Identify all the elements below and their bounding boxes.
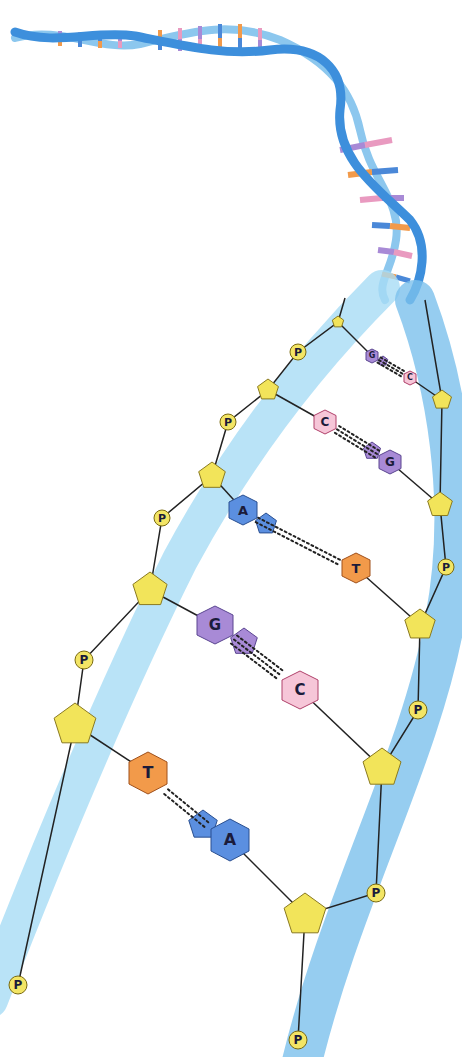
base-hexagon: C [313, 409, 337, 435]
base-letter: C [294, 683, 305, 698]
hydrogen-bond [337, 429, 378, 454]
base-hexagon: G [196, 605, 234, 645]
base-letter: T [143, 765, 154, 781]
phosphate-label: P [294, 1034, 303, 1046]
phosphate-circle: P [219, 413, 237, 431]
hydrogen-bond [377, 363, 401, 377]
base-letter: C [407, 374, 413, 382]
base-hexagon: G [378, 449, 402, 475]
base-letter: A [224, 832, 236, 848]
base-letter: G [209, 618, 221, 633]
hydrogen-bond [335, 433, 376, 458]
phosphate-circle: P [288, 1030, 308, 1050]
hydrogen-bond [258, 518, 341, 561]
phosphate-label: P [224, 417, 232, 428]
hydrogen-bond [168, 789, 210, 823]
phosphate-circle: P [74, 650, 94, 670]
base-letter: A [238, 504, 248, 517]
base-hexagon: T [341, 552, 371, 584]
phosphate-circle: P [153, 509, 171, 527]
phosphate-label: P [414, 704, 423, 716]
hydrogen-bond [164, 357, 404, 828]
backbone-line [18, 298, 446, 1040]
base-hexagon: A [210, 818, 250, 862]
hydrogen-bond [381, 357, 405, 371]
hydrogen-bond [234, 640, 281, 676]
phosphate-label: P [158, 513, 166, 524]
phosphate-label: P [442, 562, 450, 573]
base-letter: C [321, 416, 330, 428]
phosphate-label: P [80, 654, 89, 666]
base-hexagon: A [228, 494, 258, 526]
helix-back-ribbon [15, 29, 397, 300]
phosphate-label: P [14, 979, 23, 991]
phosphate-circle: P [437, 558, 455, 576]
helix-front-ribbon [15, 32, 422, 300]
phosphate-circle: P [366, 883, 386, 903]
phosphate-circle: P [8, 975, 28, 995]
base-letter: T [352, 562, 361, 575]
helix-bars [60, 24, 412, 281]
phosphate-circle: P [289, 343, 307, 361]
hydrogen-bond [164, 794, 206, 828]
base-hexagon: G [365, 348, 379, 364]
base-hexagon: C [281, 670, 319, 710]
phosphate-label: P [372, 887, 381, 899]
phosphate-label: P [294, 347, 302, 358]
base-letter: G [385, 456, 395, 468]
base-letter: G [369, 352, 376, 360]
hydrogen-bond [379, 360, 403, 374]
hydrogen-bond [231, 644, 278, 680]
sugar-pentagon [54, 316, 452, 933]
backbone-ribbon [0, 288, 454, 1057]
base-hexagon: T [128, 751, 168, 795]
purine-ring [189, 356, 388, 837]
hydrogen-bond [256, 522, 339, 565]
phosphate-circle: P [408, 700, 428, 720]
base-hexagon: C [403, 370, 417, 386]
